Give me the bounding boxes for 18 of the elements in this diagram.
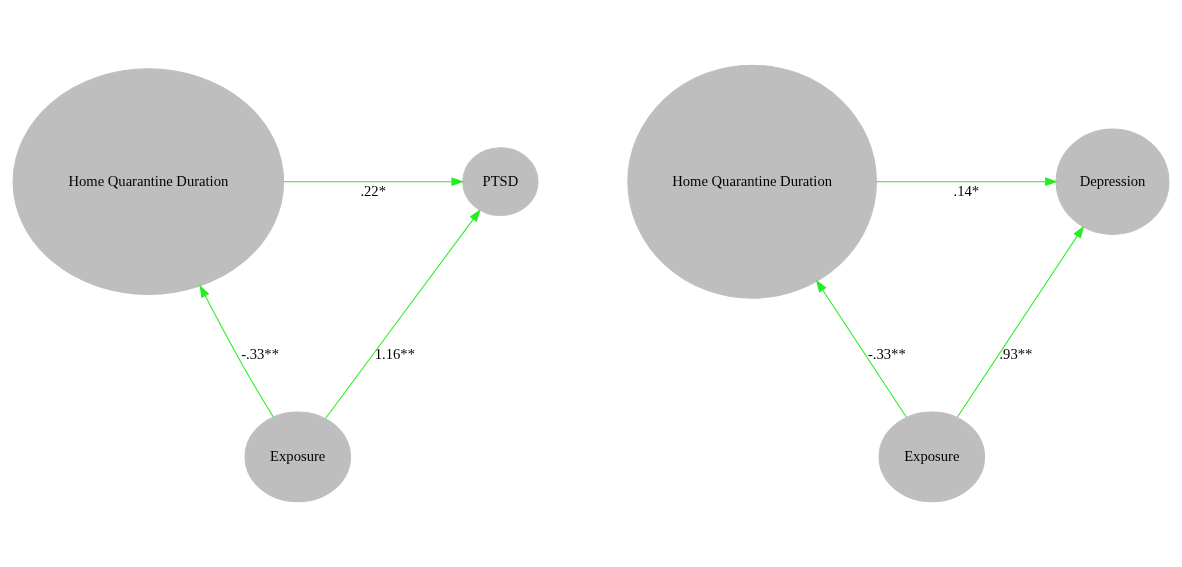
arrow: [816, 279, 907, 418]
node-circle: Home Quarantine Duration: [627, 64, 877, 299]
edge-label: .14*: [953, 183, 980, 200]
node-circle: PTSD: [462, 147, 539, 217]
arrow: [324, 209, 481, 419]
node-circle: Depression: [1055, 128, 1170, 235]
edge-label: 1.16**: [374, 345, 415, 362]
arrow: [876, 177, 1058, 187]
edge-label: .93**: [999, 345, 1033, 362]
edge-label: -.33**: [241, 345, 279, 362]
edge-label: -.33**: [868, 345, 906, 362]
arrow: [199, 284, 274, 418]
node-ellipse: Exposure: [878, 411, 986, 503]
arrow: [956, 225, 1085, 418]
node-ellipse: Home Quarantine Duration: [12, 68, 285, 295]
node-ellipse: Exposure: [244, 411, 351, 503]
arrow: [283, 177, 464, 187]
edge-label: .22*: [360, 183, 386, 200]
